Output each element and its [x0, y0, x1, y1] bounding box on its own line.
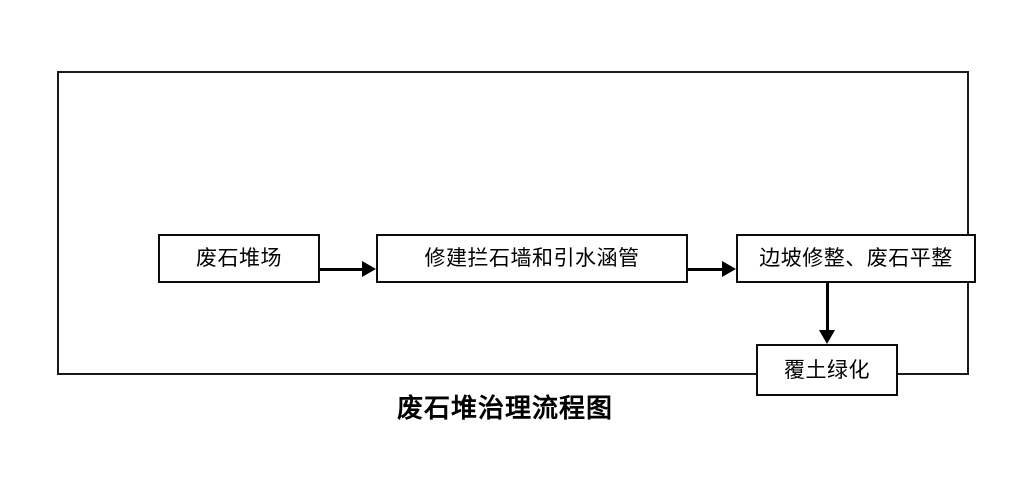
flow-node-waste-rock-yard[interactable]: 废石堆场: [158, 234, 320, 283]
arrow-shaft: [320, 268, 362, 271]
arrow-shaft: [688, 268, 722, 271]
flow-node-label: 修建拦石墙和引水涵管: [424, 246, 640, 270]
flow-node-label: 边坡修整、废石平整: [759, 246, 953, 270]
figure-caption: 废石堆治理流程图: [396, 394, 613, 424]
flow-node-build-wall-culvert[interactable]: 修建拦石墙和引水涵管: [376, 234, 688, 283]
arrow-head-down-icon: [819, 330, 835, 344]
flow-arrow-yard-to-wall: [320, 259, 376, 279]
arrow-shaft: [826, 283, 829, 330]
flow-arrow-wall-to-slope: [688, 259, 736, 279]
diagram-frame: 废石堆场 修建拦石墙和引水涵管 边坡修整、废石平整 覆土绿化: [57, 71, 976, 396]
flow-node-slope-leveling[interactable]: 边坡修整、废石平整: [736, 234, 976, 283]
flow-node-label: 废石堆场: [196, 246, 282, 270]
flow-node-label: 覆土绿化: [784, 357, 870, 382]
arrow-head-right-icon: [362, 261, 376, 277]
flow-arrow-slope-to-greening: [817, 283, 837, 344]
flow-node-soil-greening[interactable]: 覆土绿化: [756, 344, 898, 396]
arrow-head-right-icon: [722, 261, 736, 277]
